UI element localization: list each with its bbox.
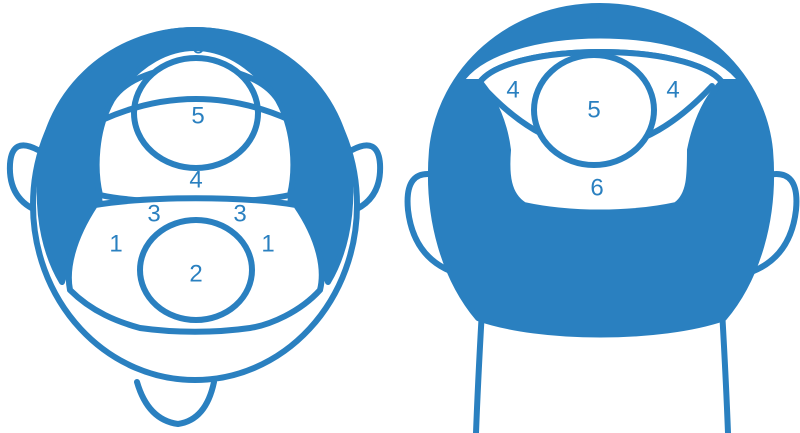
back-view-neck-left <box>473 307 485 433</box>
back-view-head <box>404 3 800 433</box>
back-view-zone-5-label: 5 <box>587 97 600 124</box>
top-view-head <box>6 27 384 427</box>
back-view-zone-6-label: 6 <box>590 175 603 202</box>
top-view-zone-5-label: 5 <box>191 103 204 130</box>
top-view-zone-1-left-label: 1 <box>109 231 122 258</box>
top-view-zone-1-right-label: 1 <box>261 231 274 258</box>
top-view-hair-fill <box>36 27 354 285</box>
top-view-zone-3-right-label: 3 <box>233 201 246 228</box>
back-view-zone-3-label: 3 <box>587 7 600 34</box>
top-view-nose <box>134 379 217 427</box>
back-view-zone-5-circle <box>531 52 657 168</box>
top-view-zone-3-left-label: 3 <box>147 201 160 228</box>
back-view-neck-right <box>719 307 731 433</box>
back-view-zone-4-left-label: 4 <box>506 77 519 104</box>
back-view-zone-4-right-label: 4 <box>666 77 679 104</box>
top-view-zone-6-label: 6 <box>191 33 204 60</box>
top-view-zone-5-circle <box>131 55 261 171</box>
top-view-zone-2-label: 2 <box>189 261 202 288</box>
top-view-zone-4-line <box>99 96 293 123</box>
top-view-zone-4-label: 4 <box>189 167 202 194</box>
top-view-zone-2-circle <box>137 217 255 323</box>
